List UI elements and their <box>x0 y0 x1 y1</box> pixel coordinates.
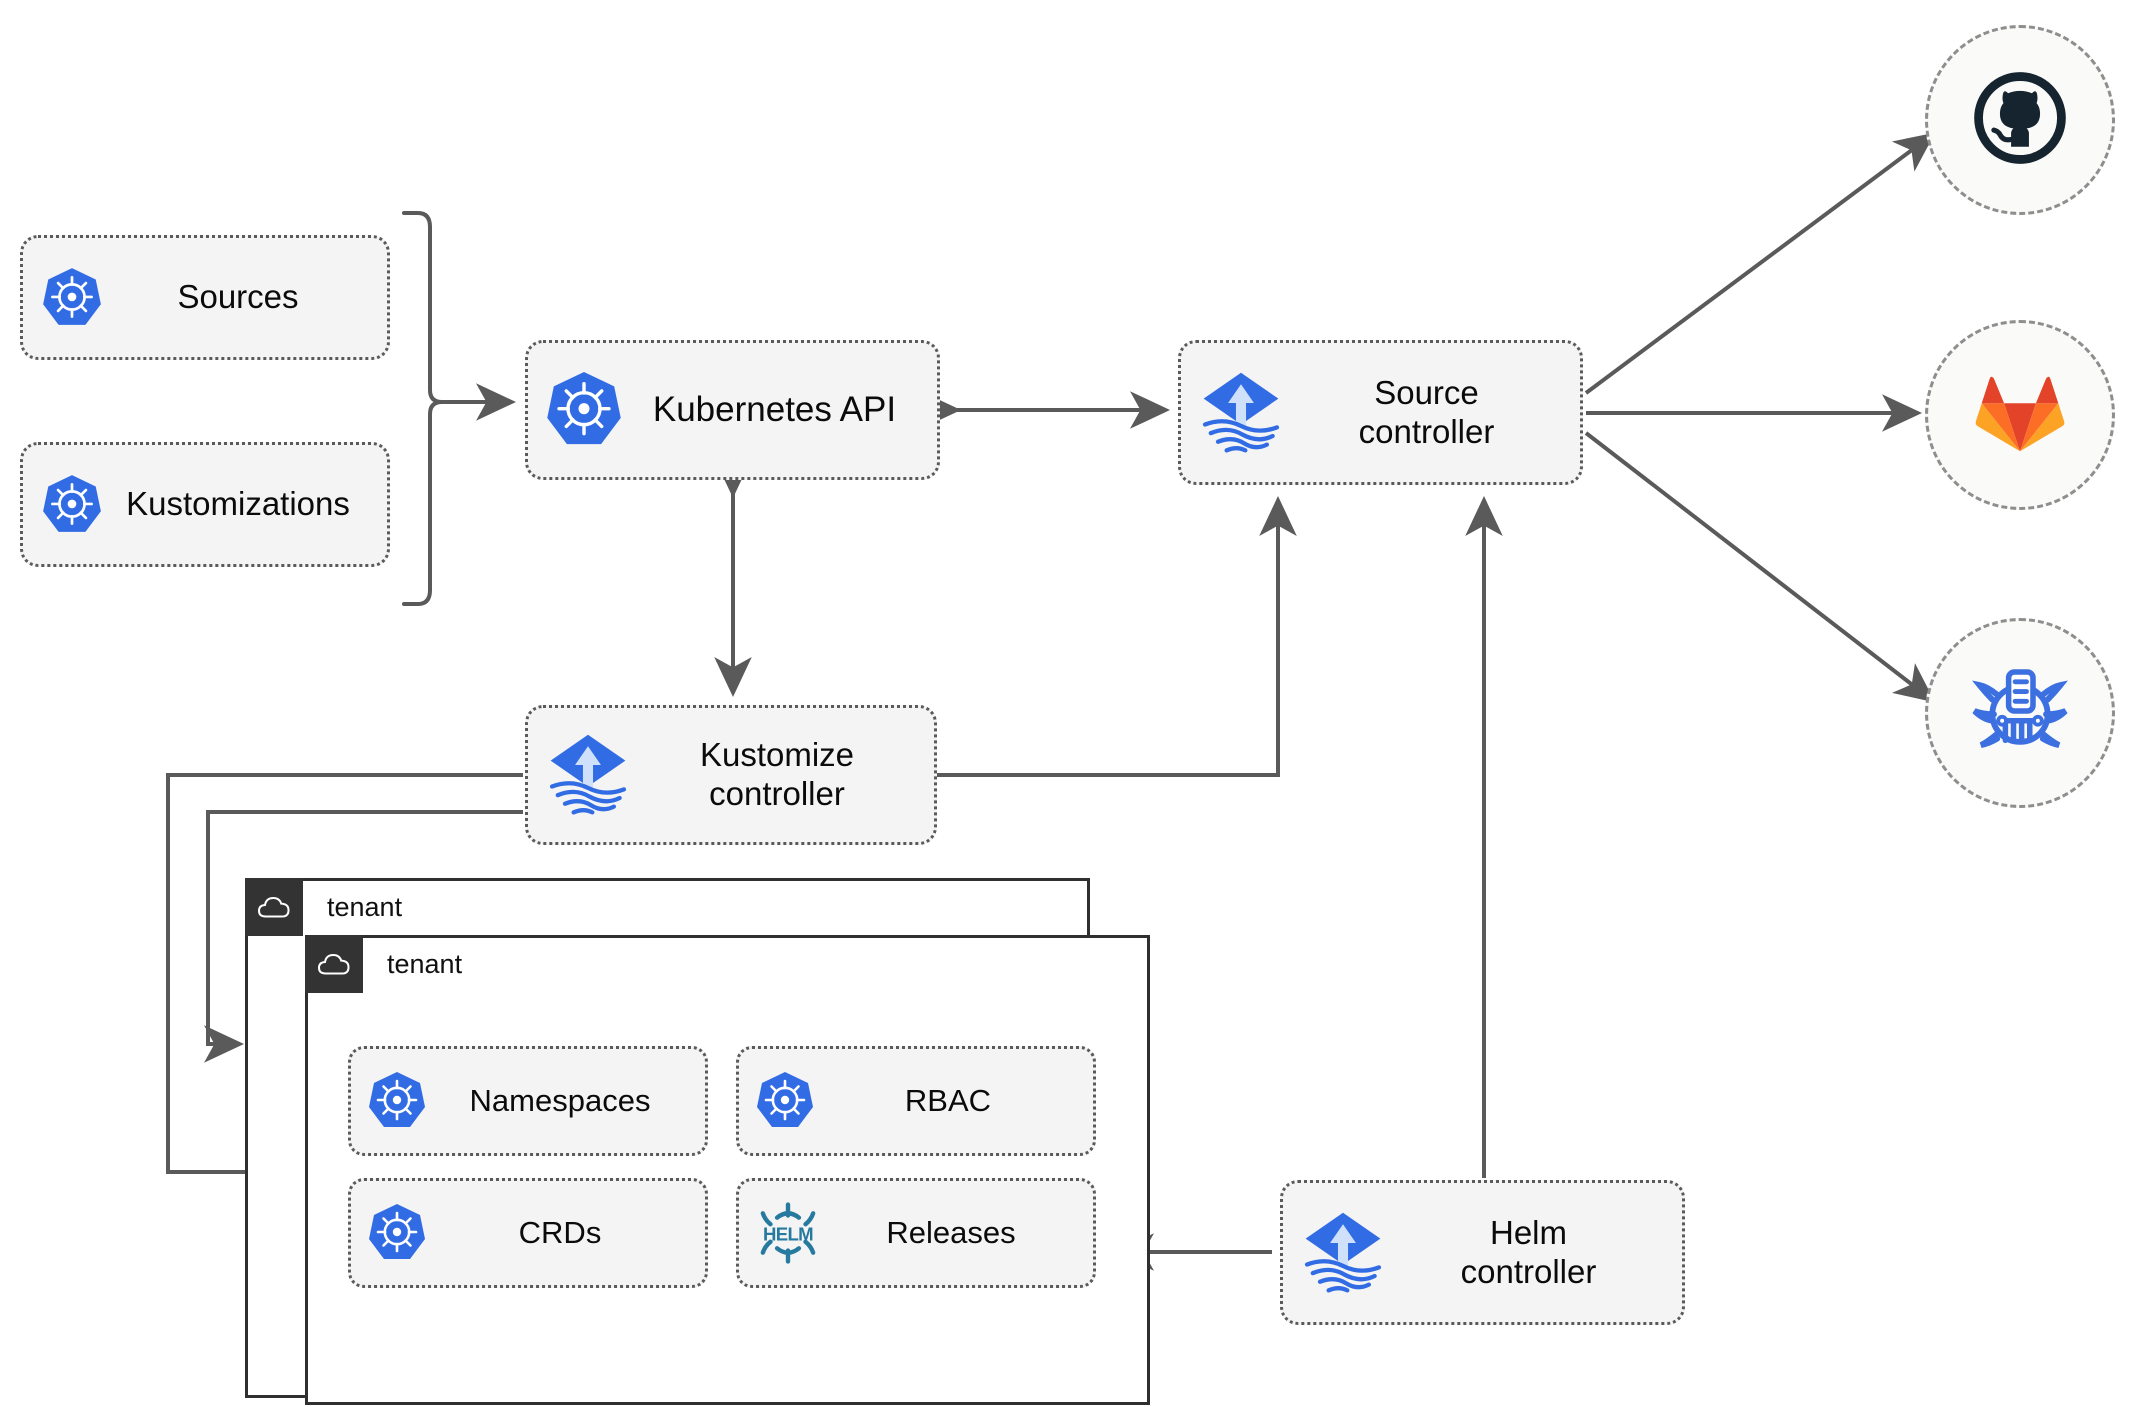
flux-icon <box>1195 367 1287 459</box>
resource-rbac[interactable]: RBAC <box>736 1046 1096 1156</box>
wire-sourcectl-github <box>1584 132 1936 395</box>
resource-label: Releases <box>886 1215 1016 1250</box>
resource-namespaces[interactable]: Namespaces <box>348 1046 708 1156</box>
gitlab-icon <box>1971 364 2069 467</box>
external-service-gitlab[interactable] <box>1925 320 2115 510</box>
inputs-brace <box>402 211 516 606</box>
helm-repository-icon <box>1968 659 2072 768</box>
node-source-controller[interactable]: Source controller <box>1178 340 1583 485</box>
wire-kustomizectl-sourcectl <box>937 496 1297 777</box>
helm-icon: HELM <box>753 1198 823 1268</box>
resource-label: CRDs <box>518 1215 602 1250</box>
flux-icon <box>542 729 634 821</box>
node-kustomize-controller[interactable]: Kustomize controller <box>525 705 937 845</box>
flux-icon <box>1297 1207 1389 1299</box>
kubernetes-icon <box>39 265 105 331</box>
cloud-icon <box>305 935 363 993</box>
kubernetes-icon <box>365 1069 429 1133</box>
kubernetes-icon <box>542 368 626 452</box>
resource-releases[interactable]: HELM Releases <box>736 1178 1096 1288</box>
node-label: Kubernetes API <box>652 390 897 430</box>
resource-label: Namespaces <box>469 1083 651 1118</box>
wire-sourcectl-helmrepo <box>1584 431 1936 703</box>
tenant-resource-grid: Namespaces <box>348 1046 1107 1288</box>
tenant-name: tenant <box>387 948 463 979</box>
node-label: Kustomize controller <box>699 736 855 812</box>
kubernetes-icon <box>39 472 105 538</box>
resource-crds[interactable]: CRDs <box>348 1178 708 1288</box>
github-icon <box>1969 67 2071 174</box>
node-helm-controller[interactable]: Helm controller <box>1280 1180 1685 1325</box>
tenant-header: tenant <box>245 878 402 936</box>
cloud-icon <box>245 878 303 936</box>
node-sources[interactable]: Sources <box>20 235 390 360</box>
tenant-header: tenant <box>305 935 462 993</box>
kubernetes-icon <box>753 1069 817 1133</box>
node-label: Kustomizations <box>126 485 350 523</box>
node-label: Sources <box>177 278 299 316</box>
resource-label: RBAC <box>904 1083 992 1118</box>
node-kubernetes-api[interactable]: Kubernetes API <box>525 340 940 480</box>
node-label: Source controller <box>1358 373 1495 450</box>
kubernetes-icon <box>365 1201 429 1265</box>
tenant-name: tenant <box>327 891 403 922</box>
tenant-body: Namespaces <box>308 996 1147 1402</box>
svg-text:HELM: HELM <box>763 1224 813 1245</box>
external-service-github[interactable] <box>1925 25 2115 215</box>
node-label: Helm controller <box>1460 1213 1597 1290</box>
external-service-helm-repository[interactable] <box>1925 618 2115 808</box>
node-kustomizations[interactable]: Kustomizations <box>20 442 390 567</box>
tenant-window-front[interactable]: tenant <box>305 935 1150 1405</box>
